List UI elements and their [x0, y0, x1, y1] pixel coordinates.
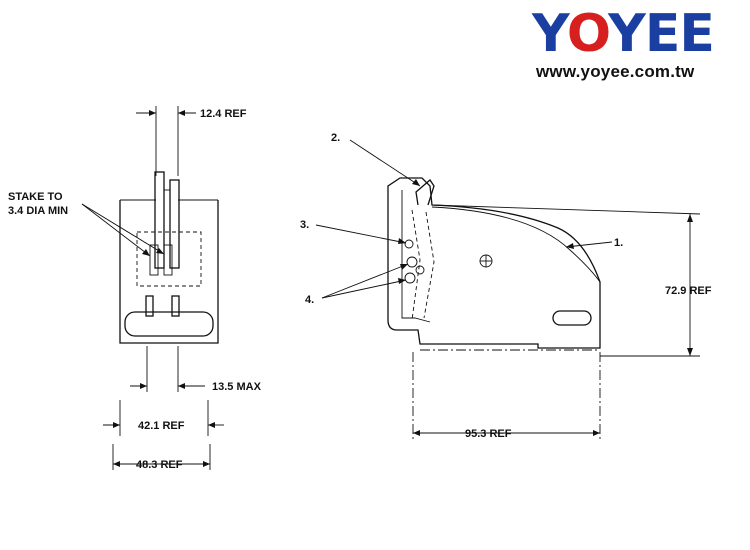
logo-text: YOYEE	[532, 4, 715, 64]
dim-42-1: 42.1 REF	[103, 400, 224, 436]
logo-letter: E	[679, 4, 715, 64]
callout-4: 4.	[305, 294, 314, 306]
logo-letter: E	[644, 4, 681, 64]
dim-inner-label: 42.1 REF	[138, 420, 185, 432]
side-view: 2. 3. 4. 1. 72.9 REF	[300, 132, 712, 442]
dim-top-label: 12.4 REF	[200, 108, 247, 120]
side-body-outline	[387, 177, 601, 349]
dim-13-5: 13.5 MAX	[130, 346, 262, 393]
side-slot	[552, 310, 592, 326]
dim-48-3: 48.3 REF	[112, 444, 211, 471]
dim-width-label: 95.3 REF	[465, 428, 512, 440]
note-line2: 3.4 DIA MIN	[8, 205, 68, 217]
dim-height-label: 72.9 REF	[665, 285, 712, 297]
logo-letter: O	[566, 4, 609, 64]
brand-logo: YOYEE www.yoyee.com.tw	[532, 4, 744, 81]
hidden-outline	[136, 231, 202, 287]
note-line1: STAKE TO	[8, 191, 63, 203]
dim-outer-label: 48.3 REF	[136, 459, 183, 471]
plate-left	[154, 171, 165, 269]
logo-letter: Y	[608, 4, 646, 64]
callout-1: 1.	[614, 237, 623, 249]
front-body-outline	[119, 200, 219, 344]
logo-url: www.yoyee.com.tw	[536, 62, 695, 81]
front-view: 12.4 REF STAKE TO 3.4 DIA MIN	[8, 106, 262, 471]
callout-3: 3.	[300, 219, 309, 231]
plate-right	[169, 179, 180, 269]
dim-12-4: 12.4 REF	[136, 106, 247, 176]
base-slot	[124, 311, 214, 337]
dim-72-9: 72.9 REF	[431, 204, 712, 357]
logo-letter: Y	[532, 4, 568, 64]
dim-max-label: 13.5 MAX	[212, 381, 262, 393]
dim-95-3: 95.3 REF	[412, 352, 601, 442]
callout-2: 2.	[331, 132, 340, 144]
